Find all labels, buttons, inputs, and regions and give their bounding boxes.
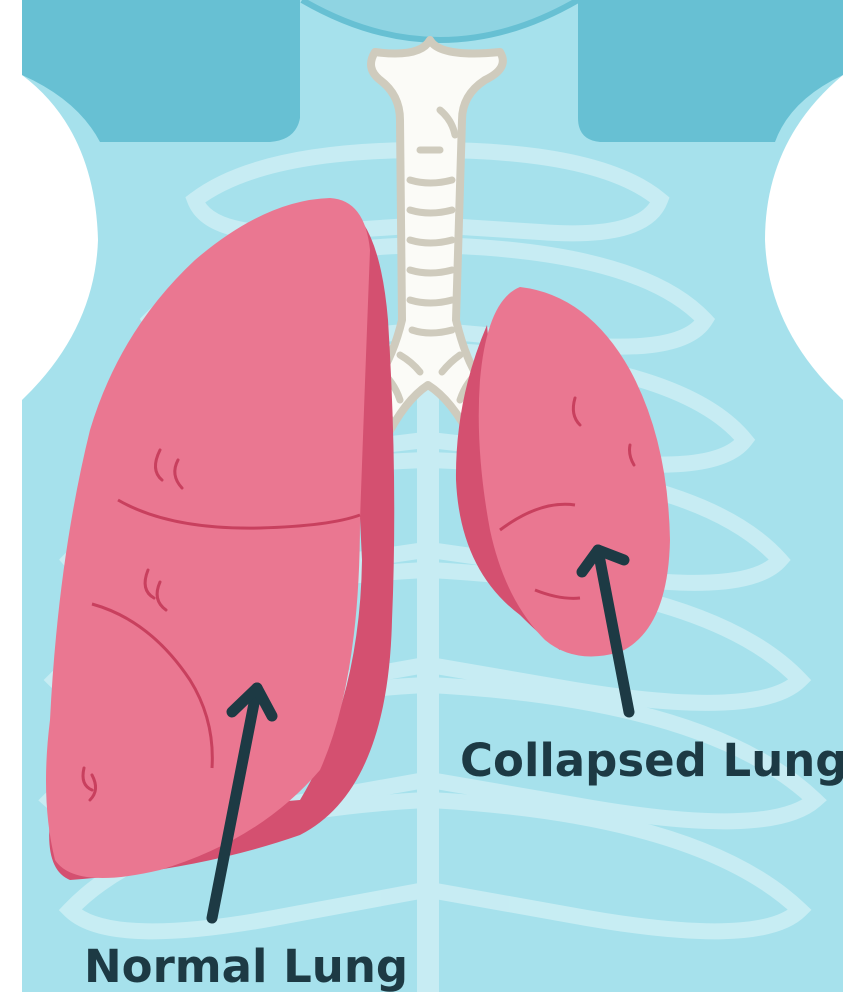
collapsed-lung-label: Collapsed Lung [460, 734, 843, 787]
left-shoulder [22, 0, 300, 142]
normal-lung-label: Normal Lung [84, 940, 408, 993]
